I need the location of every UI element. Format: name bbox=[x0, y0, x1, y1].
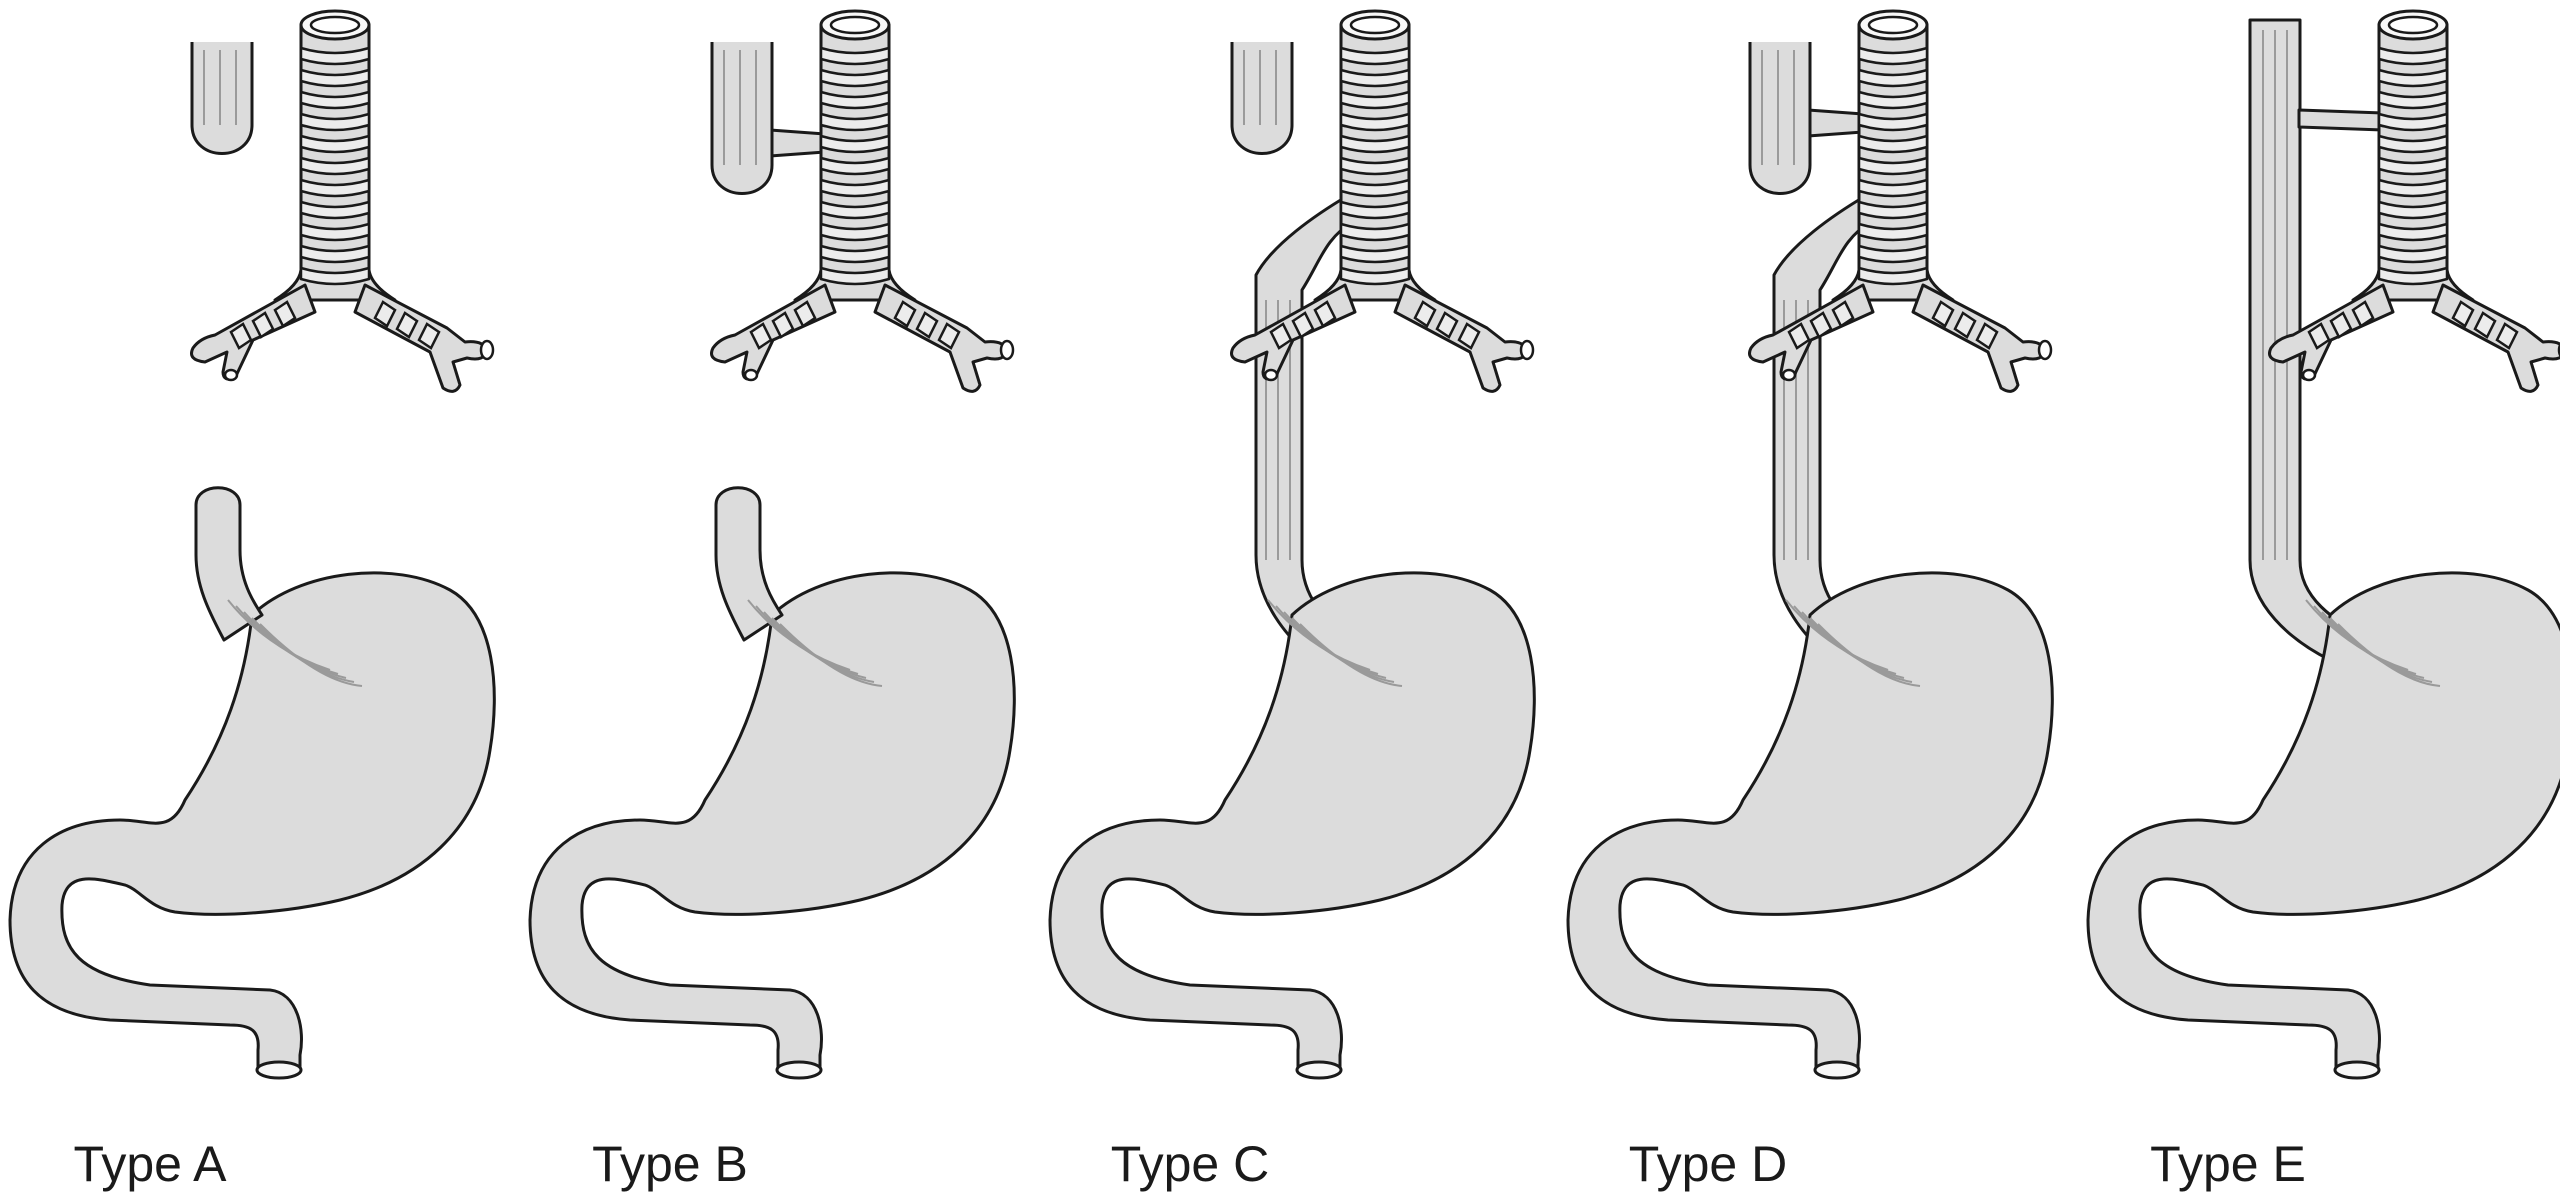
proximal-pouch-body bbox=[712, 42, 772, 194]
stomach-and-duodenum bbox=[530, 488, 1014, 1078]
distal-esophagus-stub bbox=[196, 488, 262, 640]
label-type-d: Type D bbox=[1558, 1135, 1858, 1193]
stomach bbox=[1568, 573, 2052, 1070]
h-type-fistula bbox=[2299, 110, 2383, 130]
panel-type-e: Type E bbox=[2078, 0, 2560, 1200]
label-type-c: Type C bbox=[1040, 1135, 1340, 1193]
left-main-bronchus bbox=[712, 285, 836, 379]
bronchus-opening bbox=[1265, 370, 1277, 380]
stomach-and-duodenum bbox=[1568, 573, 2052, 1078]
panel-type-b: Type B bbox=[520, 0, 1032, 1200]
panel-type-a: Type A bbox=[0, 0, 512, 1200]
proximal-pouch-body bbox=[1750, 42, 1810, 194]
bronchus-opening bbox=[2303, 370, 2315, 380]
proximal-esophageal-pouch bbox=[1750, 42, 1810, 194]
distal-esophagus-stub bbox=[716, 488, 782, 640]
proximal-esophageal-pouch bbox=[1232, 42, 1292, 154]
proximal-tracheoesophageal-fistula bbox=[1808, 110, 1863, 136]
trachea-lumen bbox=[311, 17, 359, 33]
illustration-type-c bbox=[1040, 0, 1552, 1120]
bronchus-opening bbox=[1001, 341, 1013, 359]
proximal-pouch-body bbox=[1232, 42, 1292, 154]
panel-type-c: Type C bbox=[1040, 0, 1552, 1200]
stomach bbox=[10, 573, 494, 1070]
label-type-a: Type A bbox=[0, 1135, 300, 1193]
proximal-pouch-body bbox=[192, 42, 252, 154]
trachea-lumen bbox=[2389, 17, 2437, 33]
stomach-and-duodenum bbox=[10, 488, 494, 1078]
duodenum-opening bbox=[1815, 1062, 1859, 1078]
left-main-bronchus bbox=[192, 285, 316, 379]
bronchus-opening bbox=[1521, 341, 1533, 359]
illustration-type-b bbox=[520, 0, 1032, 1120]
bronchus-opening bbox=[225, 370, 237, 380]
stomach bbox=[530, 573, 1014, 1070]
trachea-lumen bbox=[1351, 17, 1399, 33]
proximal-esophageal-pouch bbox=[712, 42, 772, 194]
duodenum-opening bbox=[777, 1062, 821, 1078]
proximal-esophageal-pouch bbox=[192, 42, 252, 154]
proximal-tracheoesophageal-fistula bbox=[770, 130, 825, 156]
stomach bbox=[1050, 573, 1534, 1070]
bronchus-opening bbox=[2039, 341, 2051, 359]
label-type-b: Type B bbox=[520, 1135, 820, 1193]
bronchus-opening bbox=[1783, 370, 1795, 380]
duodenum-opening bbox=[1297, 1062, 1341, 1078]
bronchus-opening bbox=[745, 370, 757, 380]
trachea-lumen bbox=[831, 17, 879, 33]
stomach-and-duodenum bbox=[1050, 573, 1534, 1078]
duodenum-opening bbox=[2335, 1062, 2379, 1078]
illustration-type-e bbox=[2078, 0, 2560, 1120]
duodenum-opening bbox=[257, 1062, 301, 1078]
stomach bbox=[2088, 573, 2560, 1070]
panel-type-d: Type D bbox=[1558, 0, 2070, 1200]
stomach-and-duodenum bbox=[2088, 573, 2560, 1078]
right-main-bronchus bbox=[2433, 285, 2560, 391]
illustration-type-a bbox=[0, 0, 512, 1120]
trachea bbox=[2270, 11, 2560, 391]
trachea-lumen bbox=[1869, 17, 1917, 33]
illustration-type-d bbox=[1558, 0, 2070, 1120]
label-type-e: Type E bbox=[2078, 1135, 2378, 1193]
bronchus-opening bbox=[481, 341, 493, 359]
